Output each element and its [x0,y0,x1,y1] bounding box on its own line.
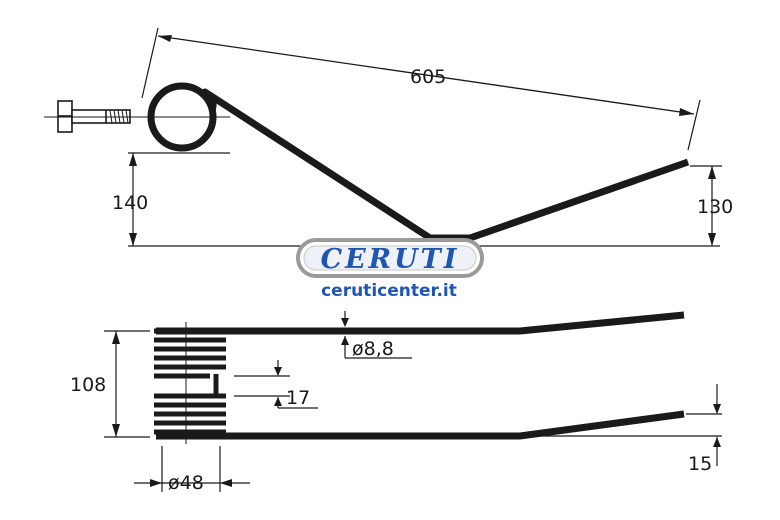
lower-coil [154,393,226,435]
upper-leg [156,311,685,335]
upper-coil [154,328,226,379]
label-right-height: 130 [697,196,733,218]
bolt-icon [57,100,131,133]
coil-eye [147,82,217,152]
label-tip-offset: 15 [688,453,712,475]
dim-line-605 [157,35,695,115]
label-left-height: 140 [112,192,148,214]
label-overall-width: 108 [70,374,106,396]
label-overall-length: 605 [410,66,446,88]
brand-name: CERUTI [321,244,460,275]
label-coil-gap: 17 [286,387,310,409]
spring-wire [201,88,690,242]
website-link[interactable]: ceruticenter.it [321,281,457,301]
top-view [104,311,722,492]
label-wire-diameter: ø8,8 [352,338,394,360]
lower-leg [156,410,685,440]
ext-line-605-left [141,27,159,99]
ceruti-logo: CERUTI [296,238,484,278]
ext-line-605-right [687,99,701,151]
label-coil-diameter: ø48 [168,472,204,494]
